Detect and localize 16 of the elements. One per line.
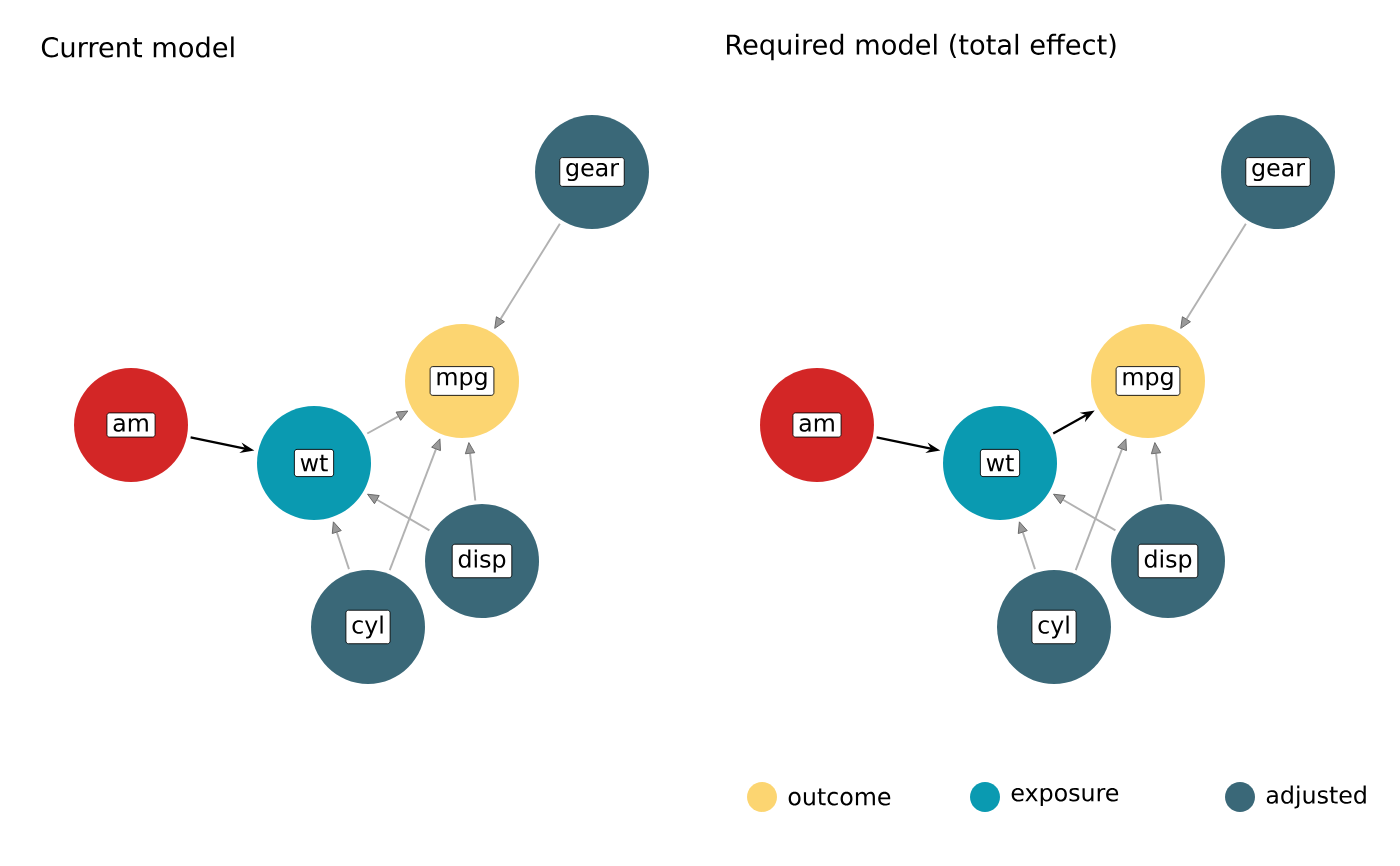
arrow — [1150, 442, 1163, 502]
arrow — [367, 493, 431, 532]
arrow — [494, 222, 561, 329]
arrow — [388, 438, 441, 572]
arrow — [331, 521, 350, 571]
panel-title: Current model — [41, 36, 234, 58]
legend-label: outcome — [788, 788, 891, 806]
arrow — [464, 442, 477, 502]
legend-label: exposure — [1011, 787, 1119, 807]
panel-title: Required model (total effect) — [727, 33, 1116, 61]
arrow — [1053, 493, 1117, 532]
arrow — [1180, 222, 1247, 329]
arrow — [1017, 521, 1036, 571]
arrow — [366, 410, 409, 435]
legend-label: adjusted — [1266, 785, 1366, 809]
arrow — [1074, 438, 1127, 572]
